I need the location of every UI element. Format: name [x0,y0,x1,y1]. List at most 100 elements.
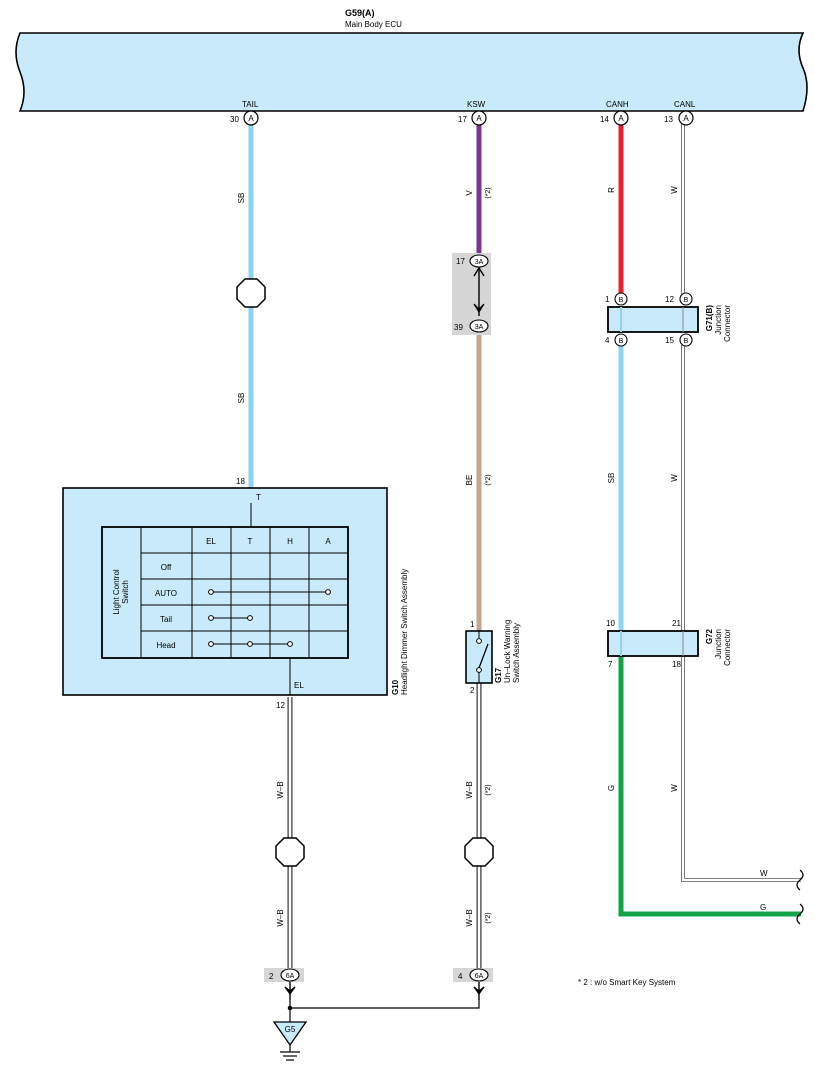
g71-code: G71(B) [705,305,714,332]
ecu-code: G59(A) [345,8,375,18]
wire-label-tail-upper: SB [237,193,246,204]
table-row-off: Off [161,563,172,572]
wire-label-canl-lower: W [670,784,679,792]
wire-label-tail-lower: SB [237,393,246,404]
svg-text:21: 21 [672,619,681,628]
svg-text:17: 17 [458,115,467,124]
splice-g17-ground [464,837,494,867]
wire-note-g17-ground-upper: (*2) [485,784,492,795]
wire-break-w [796,869,804,891]
junction-connector-g72: 10 21 7 18 [606,619,699,669]
svg-text:17: 17 [456,257,465,266]
splice-g10-ground [275,837,305,867]
wire-label-g10-ground-upper: W–B [276,781,285,798]
svg-text:15: 15 [665,336,674,345]
continuity-tail [208,615,253,621]
g71-name-line2: Connector [723,305,732,342]
table-title-line2: Switch [121,580,130,604]
ground-g5-icon: G5 [272,1021,308,1061]
wire-label-g17-ground-lower: W–B [465,909,474,926]
g72-name-line1: Junction [714,629,723,659]
wire-label-exit-w: W [760,869,768,878]
wire-label-g17-ground-upper: W–B [465,781,474,798]
wire-label-canh-mid: SB [607,473,616,484]
svg-text:G5: G5 [285,1025,296,1034]
wire-canh-green [618,657,801,917]
svg-text:39: 39 [454,323,463,332]
svg-text:13: 13 [664,115,673,124]
ecu-pin-label-canl: CANL [674,100,696,109]
g72-code: G72 [705,628,714,644]
splice-tail [236,278,266,308]
svg-text:1: 1 [470,620,475,629]
svg-text:2: 2 [269,972,274,981]
ecu-pin-canl: 13 A [664,110,694,126]
ecu-pin-label-canh: CANH [606,100,629,109]
g10-code: G10 [391,679,400,695]
svg-text:6A: 6A [286,973,295,980]
ecu-pin-tail: 30 A [230,110,259,126]
g10-pin-in: 18 [236,477,245,486]
wire-label-g10-ground-lower: W–B [276,909,285,926]
table-col-h: H [287,537,293,546]
svg-text:B: B [619,338,624,345]
wire-label-canh-upper: R [607,187,616,193]
ground-bus [289,1000,480,1009]
svg-text:6A: 6A [475,973,484,980]
ecu-pin-label-ksw: KSW [467,100,486,109]
svg-text:12: 12 [665,295,674,304]
table-title-line1: Light Control [112,569,121,615]
table-row-auto: AUTO [155,589,177,598]
wire-label-canh-lower: G [607,785,616,791]
table-row-tail: Tail [160,615,172,624]
ecu-box [15,32,808,112]
ecu-pin-ksw: 17 A [458,110,487,126]
g17-code: G17 [494,667,503,683]
svg-text:B: B [619,297,624,304]
svg-text:3A: 3A [475,324,484,331]
wire-note-ksw-mid: (*2) [485,474,492,485]
svg-text:14: 14 [600,115,609,124]
svg-text:10: 10 [606,619,615,628]
wire-label-canl-upper: W [670,186,679,194]
table-row-head: Head [156,641,175,650]
g71-name-line1: Junction [714,305,723,335]
ecu-pin-canh: 14 A [600,110,629,126]
ecu-name: Main Body ECU [345,20,402,29]
g17-name-line2: Switch Assembly [512,623,521,683]
connector-6a-left: 2 6A [264,968,304,1000]
continuity-auto [208,589,331,595]
light-control-switch-table: EL T H A Off AUTO Tail Head Light Contro… [101,526,349,659]
table-col-el: EL [206,537,216,546]
table-col-a: A [325,537,331,546]
ecu-pin-label-tail: TAIL [242,100,259,109]
svg-text:4: 4 [458,972,463,981]
wire-label-canl-mid: W [670,474,679,482]
svg-text:4: 4 [605,336,610,345]
svg-text:30: 30 [230,115,239,124]
svg-text:2: 2 [470,686,475,695]
svg-text:3A: 3A [475,259,484,266]
svg-text:B: B [684,297,689,304]
g10-name: Headlight Dimmer Switch Assembly [400,569,409,695]
g10-pin-out-label: EL [294,681,304,690]
connector-3a: 17 3A 39 3A [452,253,491,335]
wire-break-g [796,903,804,925]
svg-text:A: A [248,114,254,123]
wire-label-ksw-mid: BE [465,475,474,486]
g10-pin-out: 12 [276,701,285,710]
svg-text:A: A [476,114,482,123]
wire-canl-white [681,124,801,882]
svg-text:A: A [683,114,689,123]
junction-connector-g71: 1 B 12 B 4 B 15 B [605,292,699,347]
svg-text:B: B [684,338,689,345]
g17-switch: 1 2 [465,620,493,695]
wire-label-ksw-upper: V [465,190,474,196]
g10-pin-in-label: T [256,493,261,502]
footnote: * 2 : w/o Smart Key System [578,978,676,987]
svg-text:A: A [618,114,624,123]
wire-note-g17-ground-lower: (*2) [485,912,492,923]
table-col-t: T [248,537,253,546]
g72-name-line2: Connector [723,629,732,666]
